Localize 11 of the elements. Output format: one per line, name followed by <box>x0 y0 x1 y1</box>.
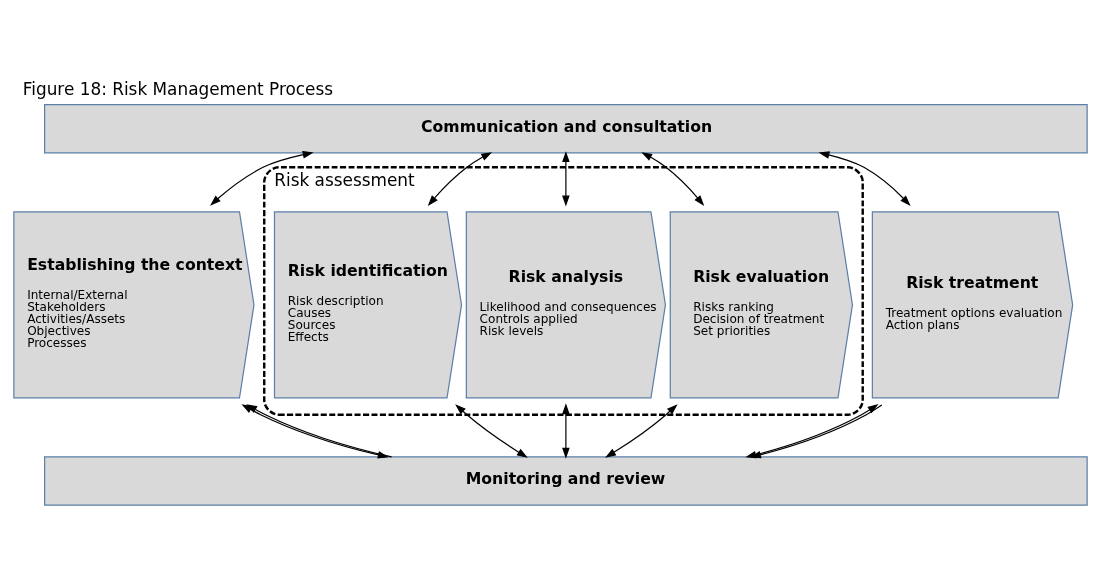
arrow <box>455 404 528 458</box>
arrow <box>641 152 705 206</box>
arrow <box>562 403 570 459</box>
node-box: Communication and consultation <box>44 103 1088 154</box>
arrow <box>562 151 570 207</box>
arrow <box>210 150 314 206</box>
arrow <box>427 152 493 207</box>
node-box: Monitoring and review <box>44 456 1088 506</box>
arrow <box>818 151 911 206</box>
arrow <box>605 404 678 458</box>
diagram-title: Figure 18: Risk Management Process <box>22 79 334 100</box>
